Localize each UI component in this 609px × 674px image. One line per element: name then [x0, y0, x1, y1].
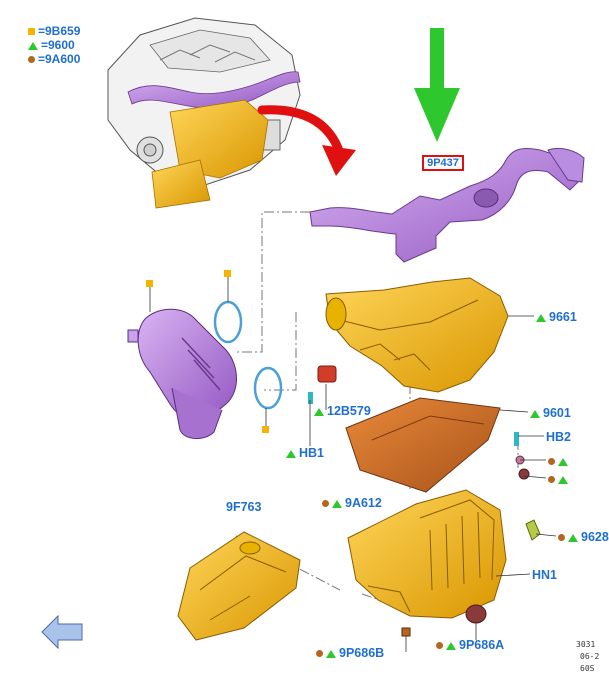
part-label-9601[interactable]: 9601	[530, 406, 571, 420]
air-cleaner-base	[347, 489, 507, 637]
part-number: 9A612	[345, 496, 382, 510]
air-filter-element	[345, 397, 501, 493]
triangle-symbol-icon	[530, 409, 540, 418]
grommet-9p686a	[465, 604, 487, 624]
air-cleaner-cover	[325, 277, 509, 393]
legend-text: =9B659	[38, 24, 81, 38]
reference-code-2: 06-2	[580, 652, 600, 661]
part-label-9p686b[interactable]: 9P686B	[316, 646, 384, 660]
intake-tube-9p437	[309, 147, 585, 263]
circle-symbol-icon	[548, 458, 555, 466]
part-label-9661[interactable]: 9661	[536, 310, 577, 324]
triangle-symbol-icon	[558, 475, 568, 484]
part-number: HB1	[299, 446, 325, 460]
circle-symbol-icon	[316, 650, 323, 658]
part-label-9f763[interactable]: 9F763	[226, 500, 261, 514]
part-label-9628[interactable]: 9628	[558, 530, 609, 544]
callout-dot-triangle-1[interactable]	[548, 454, 571, 468]
triangle-symbol-icon	[446, 641, 456, 650]
circle-symbol-icon	[548, 476, 555, 484]
hose-coupler	[127, 308, 237, 439]
legend-row-circle: =9A600	[28, 52, 80, 66]
triangle-symbol-icon	[326, 649, 336, 658]
callout-stems	[149, 277, 267, 426]
legend-row-triangle: =9600	[28, 38, 75, 52]
triangle-symbol-icon	[536, 313, 546, 322]
part-label-hn1[interactable]: HN1	[532, 568, 557, 582]
square-symbol-icon	[28, 28, 35, 36]
triangle-symbol-icon	[568, 533, 578, 542]
label-leader-lines	[309, 315, 557, 652]
circle-symbol-icon	[558, 534, 565, 542]
triangle-symbol-icon	[28, 41, 38, 50]
part-number: 9601	[543, 406, 571, 420]
triangle-symbol-icon	[558, 457, 568, 466]
part-number: 9P686B	[339, 646, 385, 660]
triangle-symbol-icon	[332, 499, 342, 508]
sensor-12b579	[308, 365, 337, 404]
triangle-symbol-icon	[286, 449, 296, 458]
part-number: 9661	[549, 310, 577, 324]
legend-text: =9A600	[38, 52, 81, 66]
part-label-9a612[interactable]: 9A612	[322, 496, 382, 510]
view-direction-arrow	[41, 614, 83, 650]
part-number: HN1	[532, 568, 558, 582]
red-curved-arrow	[257, 105, 356, 176]
part-number: 9628	[581, 530, 609, 544]
triangle-symbol-icon	[314, 407, 324, 416]
legend-text: =9600	[41, 38, 75, 52]
legend-row-square: =9B659	[28, 24, 80, 38]
part-label-9p686a[interactable]: 9P686A	[436, 638, 504, 652]
reference-code-1: 3031	[576, 640, 596, 649]
callout-squares	[146, 270, 269, 433]
part-number: 9F763	[226, 500, 262, 514]
callout-dot-triangle-2[interactable]	[548, 472, 571, 486]
air-duct-9f763	[177, 531, 301, 641]
circle-symbol-icon	[322, 500, 329, 508]
highlighted-part-number[interactable]: 9P437	[422, 155, 464, 171]
circle-symbol-icon	[436, 642, 443, 650]
part-label-hb1[interactable]: HB1	[286, 446, 324, 460]
circle-symbol-icon	[28, 56, 35, 64]
engine-illustration	[107, 17, 301, 209]
reference-code-3: 60S	[580, 664, 595, 673]
part-number: HB2	[546, 430, 572, 444]
green-down-arrow	[414, 28, 460, 142]
part-label-12b579[interactable]: 12B579	[314, 404, 371, 418]
part-number: 12B579	[327, 404, 371, 418]
part-number: 9P686A	[459, 638, 505, 652]
part-label-hb2[interactable]: HB2	[546, 430, 571, 444]
